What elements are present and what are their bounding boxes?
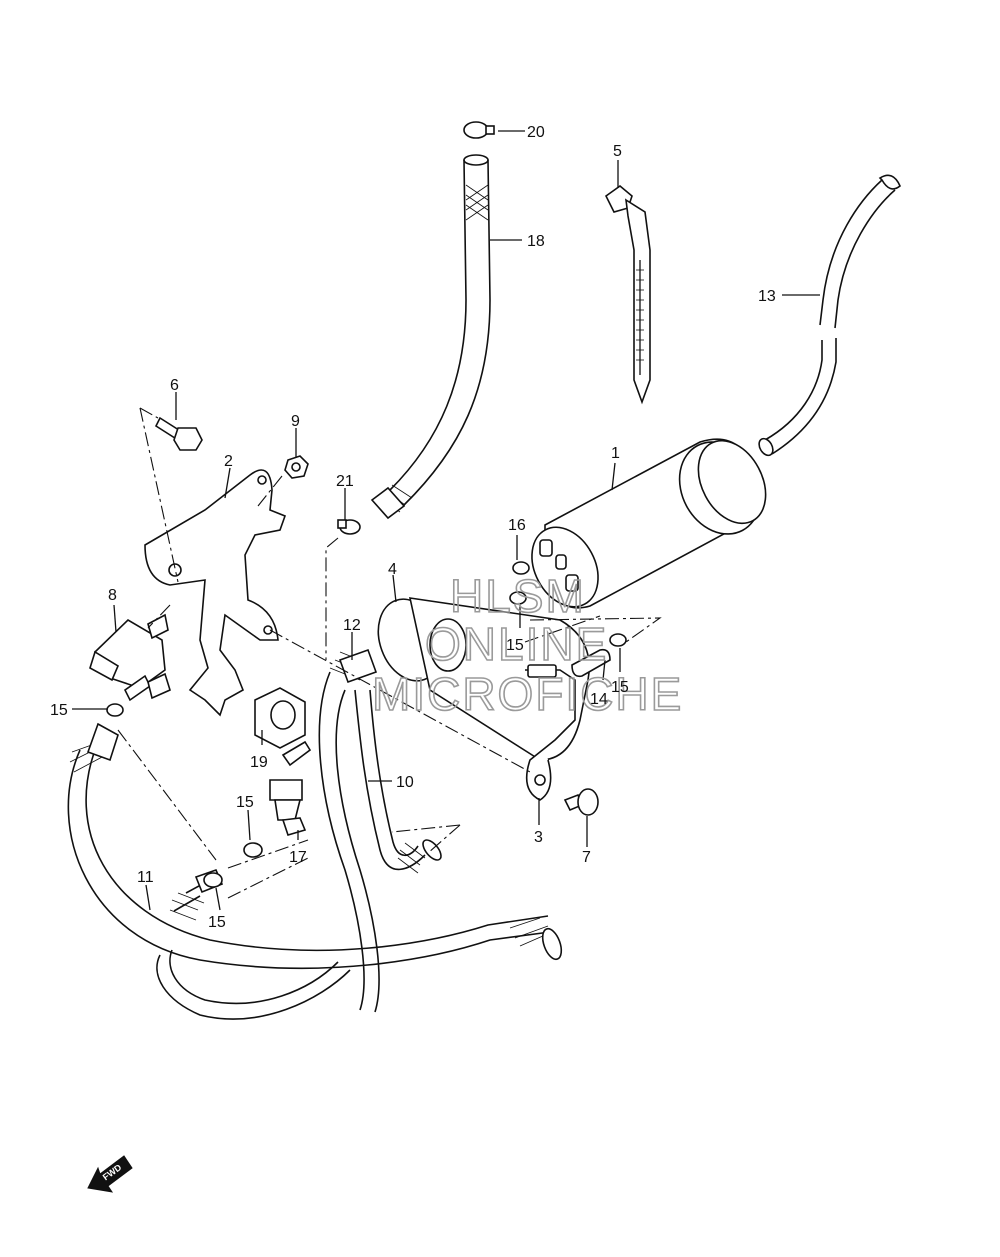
clamp-15-a — [106, 703, 124, 717]
callout-13: 13 — [758, 288, 776, 305]
callout-7: 7 — [582, 849, 591, 866]
callout-8: 8 — [108, 587, 117, 604]
bracket-2 — [144, 469, 287, 717]
callout-18: 18 — [527, 233, 545, 250]
canister-1 — [531, 438, 767, 609]
bolt-6 — [154, 416, 203, 451]
screw-7 — [563, 788, 599, 816]
callout-15-b: 15 — [236, 794, 254, 811]
svg-text:MICROFICHE: MICROFICHE — [372, 668, 683, 720]
hose-12 — [318, 648, 380, 1013]
callout-6: 6 — [170, 377, 179, 394]
callout-15-c: 15 — [208, 914, 226, 931]
callout-17: 17 — [289, 849, 307, 866]
callout-15-d: 15 — [506, 637, 524, 654]
nut-9 — [284, 455, 309, 479]
svg-text:HLSM: HLSM — [450, 570, 586, 622]
assembly-lines — [117, 407, 662, 899]
watermark: HLSM ONLINE MICROFICHE — [371, 569, 683, 721]
clamp-15-d — [509, 591, 527, 605]
clamp-15-c — [203, 872, 223, 888]
valve-8 — [89, 613, 171, 702]
joint-17 — [269, 740, 312, 836]
callout-19: 19 — [250, 754, 268, 771]
canister-holder-3-4 — [377, 597, 590, 801]
callout-15-a: 15 — [50, 702, 68, 719]
clamp-16 — [512, 561, 530, 575]
callout-3: 3 — [534, 829, 543, 846]
clamp-20 — [463, 121, 495, 139]
callout-11: 11 — [137, 869, 154, 886]
callout-21: 21 — [336, 473, 354, 490]
callout-1: 1 — [611, 445, 620, 462]
hose-14 — [571, 648, 611, 678]
clamp-15-b — [243, 842, 263, 858]
callout-9: 9 — [291, 413, 300, 430]
callout-5: 5 — [613, 143, 622, 160]
callout-12: 12 — [343, 617, 361, 634]
hose-18 — [370, 154, 491, 520]
callout-20: 20 — [527, 124, 545, 141]
svg-text:ONLINE: ONLINE — [425, 618, 608, 670]
clamp-21 — [337, 519, 361, 535]
callout-4: 4 — [388, 561, 397, 578]
callout-10: 10 — [396, 774, 414, 791]
holder-19 — [254, 687, 306, 749]
callout-2: 2 — [224, 453, 233, 470]
tie-band-5 — [604, 184, 651, 405]
callout-16: 16 — [508, 517, 526, 534]
hose-13 — [758, 174, 901, 457]
leader-lines — [72, 130, 820, 911]
callout-15-e: 15 — [611, 679, 629, 696]
fwd-arrow-icon: FWD — [87, 1155, 133, 1193]
clamp-15-e — [609, 633, 627, 647]
callout-14: 14 — [590, 691, 608, 708]
